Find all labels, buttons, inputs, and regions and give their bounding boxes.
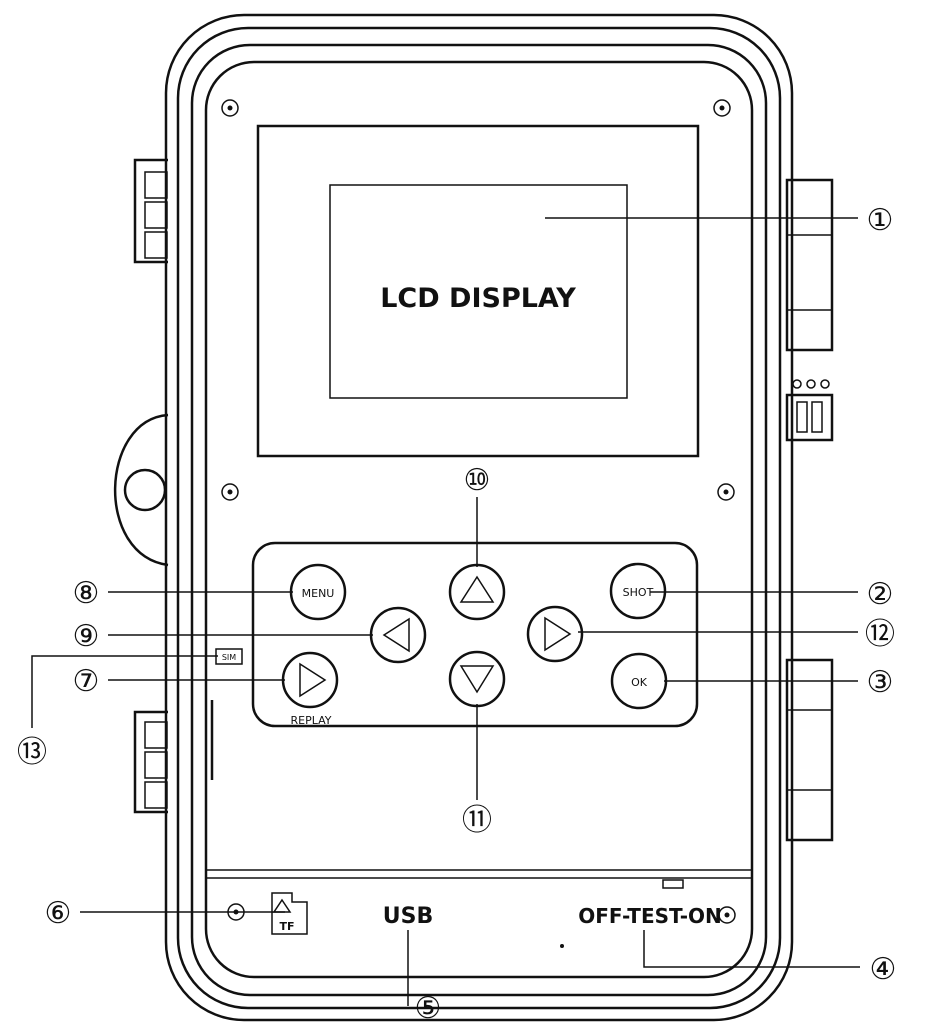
left-hinge-bottom <box>133 710 168 814</box>
callout-12: ⑫ <box>865 617 895 652</box>
right-button[interactable] <box>526 605 584 663</box>
callout-8: ⑧ <box>73 576 100 611</box>
screw-top-right <box>713 99 731 117</box>
callout-7: ⑦ <box>73 664 100 699</box>
sd-card-slot: TF <box>271 892 308 935</box>
down-button[interactable] <box>448 650 506 708</box>
screw-middle-left <box>221 483 239 501</box>
right-latch-bottom <box>785 658 834 842</box>
power-switch-label: OFF-TEST-ON <box>578 904 722 928</box>
callout-3: ③ <box>867 665 894 700</box>
shot-button[interactable]: SHOT <box>609 562 667 620</box>
menu-button[interactable]: MENU <box>289 563 347 621</box>
callout-11: ⑪ <box>462 803 492 838</box>
microphone-hole <box>560 944 564 948</box>
right-connector <box>785 379 834 442</box>
play-icon <box>299 662 327 698</box>
ok-button[interactable]: OK <box>610 652 668 710</box>
usb-port-label: USB <box>383 904 433 929</box>
callout-10: ⑩ <box>464 463 491 498</box>
indicator-led <box>662 879 684 889</box>
lcd-display-label: LCD DISPLAY <box>380 283 576 314</box>
callout-5: ⑤ <box>415 991 442 1026</box>
sim-slot: SIM <box>215 648 243 665</box>
callout-13: ⑬ <box>17 735 47 770</box>
lcd-display: LCD DISPLAY <box>256 124 700 458</box>
left-hinge-top <box>133 158 168 264</box>
right-latch-top <box>785 178 834 352</box>
down-arrow-icon <box>459 665 495 694</box>
sim-slot-label: SIM <box>222 653 236 662</box>
power-switch[interactable]: OFF-TEST-ON <box>578 904 736 928</box>
left-button[interactable] <box>369 606 427 664</box>
up-arrow-icon <box>459 575 495 603</box>
callout-9: ⑨ <box>73 619 100 654</box>
replay-button[interactable]: REPLAY <box>281 651 339 727</box>
callout-4: ④ <box>870 952 897 987</box>
leader-lines <box>31 217 860 1006</box>
up-button[interactable] <box>448 563 506 621</box>
right-arrow-icon <box>544 616 572 652</box>
replay-button-label: REPLAY <box>291 714 332 727</box>
sd-card-slot-label: TF <box>279 920 294 933</box>
strap-mount <box>113 413 169 567</box>
screw-middle-right <box>717 483 735 501</box>
camera-housing <box>164 13 794 1022</box>
callout-1: ① <box>867 203 894 238</box>
callouts: ① ② ③ ④ ⑤ ⑥ ⑦ ⑧ ⑨ ⑩ ⑪ ⑫ ⑬ <box>17 203 896 1026</box>
ok-button-label: OK <box>631 676 648 689</box>
panel-bottom-rail <box>206 700 752 879</box>
menu-button-label: MENU <box>302 587 335 600</box>
callout-2: ② <box>867 577 894 612</box>
screw-top-left <box>221 99 239 117</box>
callout-6: ⑥ <box>45 896 72 931</box>
shot-button-label: SHOT <box>623 586 654 599</box>
left-arrow-icon <box>382 617 410 653</box>
